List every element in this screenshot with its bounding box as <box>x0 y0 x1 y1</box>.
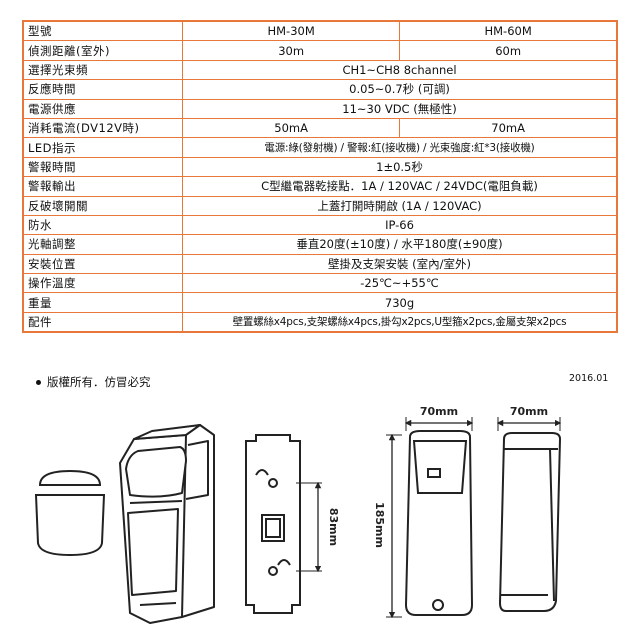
dimension-label-70mm-side: 70mm <box>510 405 548 418</box>
spec-value: 0.05~0.7秒 (可調) <box>182 79 618 100</box>
spec-label: 防水 <box>22 214 183 236</box>
spec-label: 警報輸出 <box>22 176 183 197</box>
spec-value: 電源:綠(發射機) / 警報:紅(接收機) / 光束強度:紅*3(接收機) <box>182 137 618 158</box>
spec-value: 730g <box>182 292 618 313</box>
spec-value: C型繼電器乾接點．1A / 120VAC / 24VDC(電阻負載) <box>182 176 618 197</box>
dimension-label-70mm-front: 70mm <box>420 405 458 418</box>
spec-row: LED指示電源:綠(發射機) / 警報:紅(接收機) / 光束強度:紅*3(接收… <box>22 137 618 158</box>
spec-value: CH1~CH8 8channel <box>182 59 618 81</box>
document-date: 2016.01 <box>569 373 609 384</box>
spec-label: 光軸調整 <box>22 234 183 255</box>
spec-value: IP-66 <box>182 214 618 236</box>
spec-value: 垂直20度(±10度) / 水平180度(±90度) <box>182 234 618 255</box>
spec-value: HM-60M <box>399 20 618 42</box>
spec-label: 反應時間 <box>22 79 183 100</box>
spec-value: 1±0.5秒 <box>182 156 618 178</box>
bullet-dot <box>36 380 41 385</box>
spec-label: 選擇光束頻 <box>22 59 183 81</box>
spec-value: 70mA <box>399 117 618 139</box>
spec-label: 反破壞開關 <box>22 195 183 216</box>
spec-row: 光軸調整垂直20度(±10度) / 水平180度(±90度) <box>22 234 618 255</box>
dimension-label-185mm: 185mm <box>373 502 386 548</box>
spec-label: LED指示 <box>22 137 183 158</box>
spec-label: 配件 <box>22 311 183 333</box>
spec-row: 安裝位置壁掛及支架安裝 (室內/室外) <box>22 253 618 275</box>
spec-row: 操作溫度-25℃~+55℃ <box>22 273 618 294</box>
spec-value: 50mA <box>181 117 401 139</box>
dimension-label-83mm: 83mm <box>327 508 340 546</box>
spec-value: 30m <box>181 40 401 61</box>
spec-value: 11~30 VDC (無極性) <box>182 98 618 119</box>
spec-label: 偵測距離(室外) <box>22 40 183 61</box>
spec-row: 配件壁置螺絲x4pcs,支架螺絲x4pcs,掛勾x2pcs,U型箍x2pcs,金… <box>22 311 618 333</box>
spec-value: -25℃~+55℃ <box>182 273 618 294</box>
spec-label: 重量 <box>22 292 183 313</box>
spec-value: 上蓋打開時開啟 (1A / 120VAC) <box>182 195 618 216</box>
back-plate-drawing <box>245 434 322 614</box>
spec-label: 型號 <box>22 20 183 42</box>
spec-value: 壁置螺絲x4pcs,支架螺絲x4pcs,掛勾x2pcs,U型箍x2pcs,金屬支… <box>182 311 618 333</box>
spec-row: 反破壞開關上蓋打開時開啟 (1A / 120VAC) <box>22 195 618 216</box>
detector-perspective-drawing <box>119 424 215 624</box>
spec-label: 消耗電流(DV12V時) <box>22 117 183 139</box>
spec-label: 安裝位置 <box>22 253 183 275</box>
spec-value: 60m <box>399 40 618 61</box>
copyright-notice: 版權所有．仿冒必究 <box>36 374 151 390</box>
copyright-text: 版權所有．仿冒必究 <box>47 375 151 389</box>
product-drawings: 83mm 70mm 185mm 70mm <box>34 405 562 624</box>
spec-value: 壁掛及支架安裝 (室內/室外) <box>182 253 618 275</box>
cap-accessory-drawing <box>34 469 106 557</box>
spec-label: 警報時間 <box>22 156 183 178</box>
detector-side-drawing <box>496 417 562 612</box>
detector-front-drawing <box>386 417 474 619</box>
spec-label: 操作溫度 <box>22 273 183 294</box>
spec-label: 電源供應 <box>22 98 183 119</box>
spec-value: HM-30M <box>181 20 401 42</box>
